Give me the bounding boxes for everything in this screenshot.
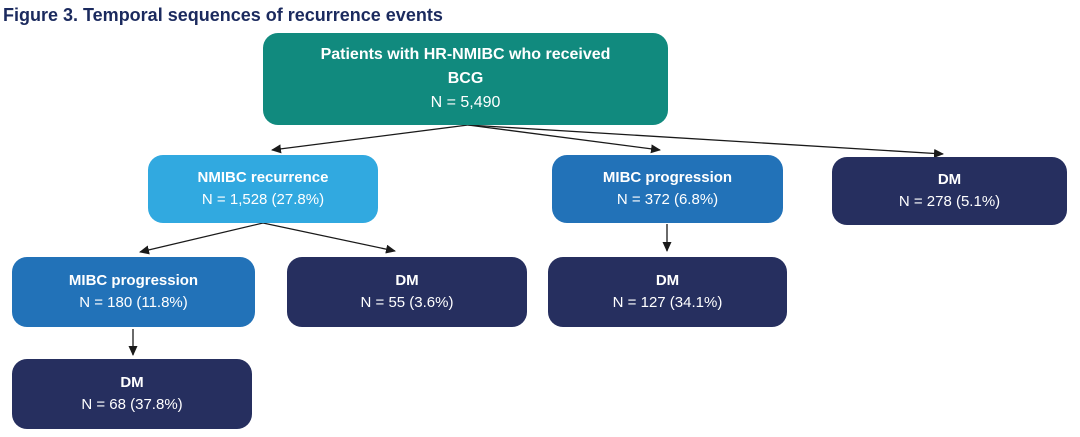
- node-dm-55-value: N = 55 (3.6%): [360, 294, 454, 311]
- edge-nmibc-to-mibc-progression-180: [139, 222, 264, 255]
- node-nmibc-recurrence-label: NMIBC recurrence: [197, 168, 329, 186]
- node-mibc-progression-180-value: N = 180 (11.8%): [79, 294, 188, 311]
- node-root-label: Patients with HR-NMIBC who received BCG: [320, 46, 611, 87]
- node-mibc-progression-372-label: MIBC progression: [602, 168, 733, 186]
- figure-title: Figure 3. Temporal sequences of recurren…: [3, 5, 443, 25]
- node-dm-55: DM N = 55 (3.6%): [287, 257, 527, 327]
- node-dm-68-label: DM: [120, 373, 144, 391]
- node-dm-127: DM N = 127 (34.1%): [548, 257, 787, 327]
- node-dm-55-label: DM: [395, 271, 419, 289]
- node-dm-127-label: DM: [655, 271, 680, 289]
- node-nmibc-recurrence: NMIBC recurrence N = 1,528 (27.8%): [148, 155, 378, 223]
- edge-nmibc-to-dm-55: [262, 222, 396, 254]
- edge-root-to-mibc-progression-372: [467, 124, 661, 154]
- node-dm-68-value: N = 68 (37.8%): [81, 396, 183, 413]
- node-mibc-progression-372-value: N = 372 (6.8%): [616, 191, 719, 208]
- node-dm-127-value: N = 127 (34.1%): [612, 294, 723, 311]
- edge-root-to-nmibc-recurrence: [271, 124, 469, 154]
- node-nmibc-recurrence-value: N = 1,528 (27.8%): [201, 191, 325, 208]
- node-root-value: N = 5,490: [430, 94, 501, 111]
- node-dm-278-label: DM: [937, 170, 962, 188]
- node-mibc-progression-180: MIBC progression N = 180 (11.8%): [12, 257, 255, 327]
- node-dm-278: DM N = 278 (5.1%): [832, 157, 1067, 225]
- node-dm-278-value: N = 278 (5.1%): [898, 193, 1001, 210]
- node-mibc-progression-180-label: MIBC progression: [68, 271, 199, 289]
- node-root: Patients with HR-NMIBC who received BCG …: [263, 33, 668, 125]
- node-dm-68: DM N = 68 (37.8%): [12, 359, 252, 429]
- edge-root-to-dm-278: [467, 124, 944, 158]
- node-mibc-progression-372: MIBC progression N = 372 (6.8%): [552, 155, 783, 223]
